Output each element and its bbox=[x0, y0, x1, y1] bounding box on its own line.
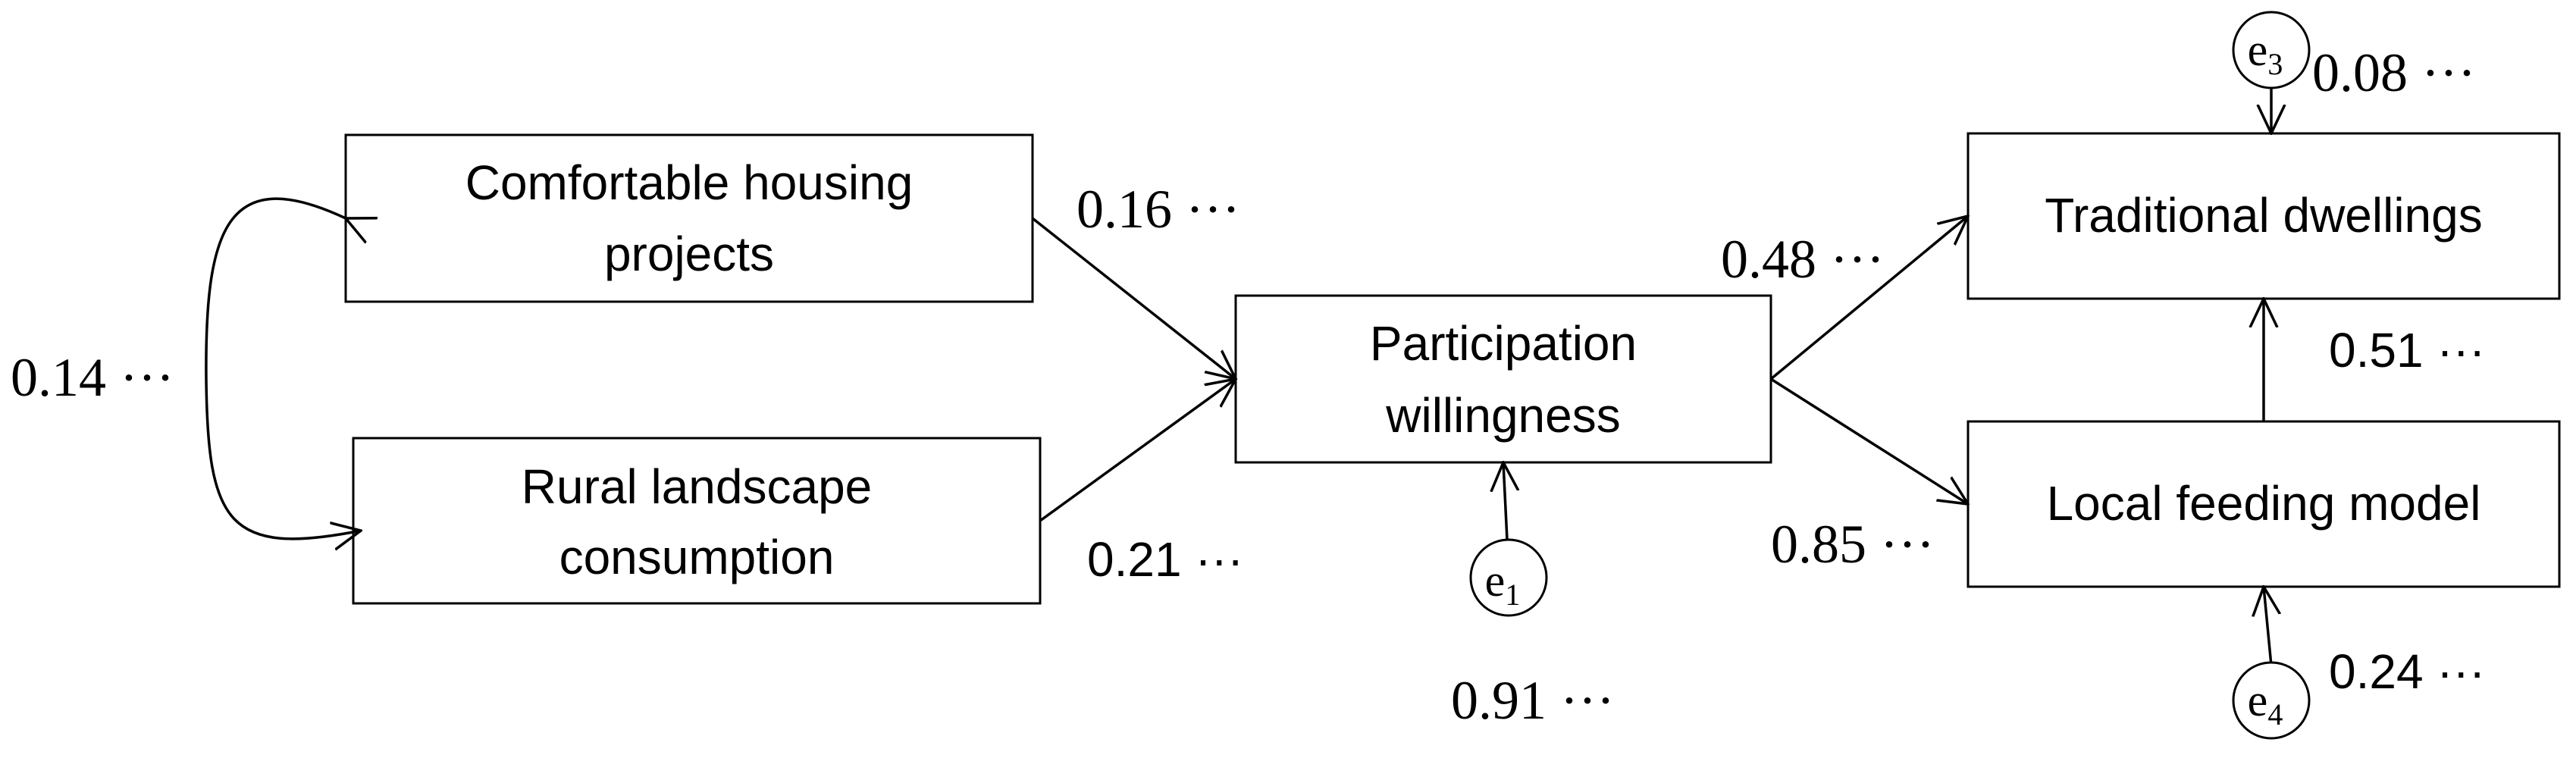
error-circle-e1 bbox=[1469, 538, 1548, 617]
label-participation-1: Participation bbox=[1370, 316, 1637, 371]
coef-participation-to-traditional: 0.48 ··· bbox=[1721, 229, 1885, 290]
coef-e1-value: 0.91 ··· bbox=[1451, 670, 1615, 731]
label-comfortable-housing-2: projects bbox=[604, 227, 774, 281]
arrow-housing-to-participation bbox=[1031, 217, 1236, 379]
label-local-feeding-model: Local feeding model bbox=[2047, 476, 2481, 531]
correlation-arc bbox=[205, 197, 361, 539]
error-label-e1: e1 bbox=[1485, 556, 1521, 612]
error-circle-e3 bbox=[2232, 11, 2311, 89]
label-comfortable-housing-1: Comfortable housing bbox=[465, 155, 914, 210]
arrow-landscape-to-participation bbox=[1039, 379, 1236, 522]
coef-e3-value: 0.08 ··· bbox=[2312, 42, 2476, 103]
box-rural-landscape bbox=[352, 437, 1042, 605]
arrow-e4-to-feeding bbox=[2264, 587, 2271, 666]
box-traditional-dwellings bbox=[1966, 132, 2561, 300]
error-label-e4: e4 bbox=[2248, 675, 2283, 731]
arrow-e1-to-participation bbox=[1503, 462, 1507, 540]
label-rural-landscape-1: Rural landscape bbox=[522, 459, 873, 514]
label-participation-2: willingness bbox=[1385, 388, 1620, 443]
arrow-participation-to-traditional bbox=[1769, 216, 1968, 381]
coef-landscape-to-participation: 0.21 ··· bbox=[1087, 532, 1243, 587]
coef-feeding-to-traditional: 0.51 ··· bbox=[2329, 323, 2485, 377]
error-circle-e4 bbox=[2232, 661, 2311, 740]
error-label-e3: e3 bbox=[2248, 25, 2283, 81]
label-rural-landscape-2: consumption bbox=[559, 530, 835, 584]
arrow-participation-to-feeding bbox=[1770, 377, 1968, 504]
coef-correlation: 0.14 ··· bbox=[11, 347, 174, 408]
coef-e4-value: 0.24 ··· bbox=[2329, 644, 2485, 699]
box-local-feeding-model bbox=[1966, 420, 2561, 588]
box-comfortable-housing bbox=[344, 133, 1034, 303]
box-participation-willingness bbox=[1234, 294, 1772, 464]
label-traditional-dwellings: Traditional dwellings bbox=[2045, 188, 2482, 243]
coef-housing-to-participation: 0.16 ··· bbox=[1076, 179, 1240, 240]
coef-participation-to-feeding: 0.85 ··· bbox=[1771, 514, 1935, 575]
